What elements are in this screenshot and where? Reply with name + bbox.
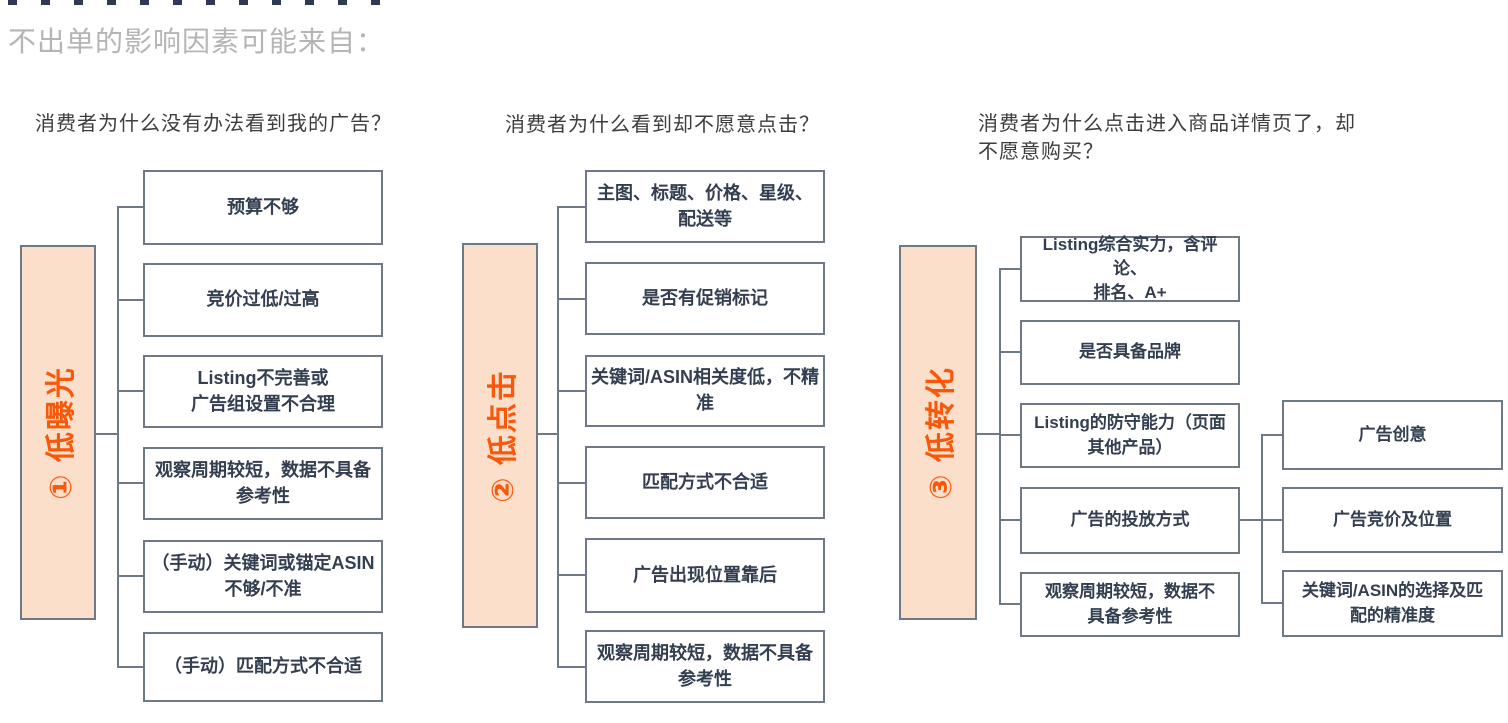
factor-box: 关键词/ASIN的选择及匹 配的精准度 (1282, 570, 1503, 637)
connector-line (557, 298, 585, 300)
factor-box: 广告竞价及位置 (1282, 487, 1503, 553)
connector-line (999, 351, 1020, 353)
connector-line (117, 390, 143, 392)
connector-line (1261, 519, 1282, 521)
factor-box: 是否具备品牌 (1020, 320, 1240, 385)
question-low-exposure: 消费者为什么没有办法看到我的广告？ (35, 113, 392, 135)
category-low-click: ② 低点击 (462, 243, 538, 628)
connector-line (557, 206, 585, 208)
slide-subtitle: 不出单的影响因素可能来自： (8, 27, 386, 58)
connector-line (557, 390, 585, 392)
category-low-conversion: ③ 低转化 (899, 245, 977, 620)
connector-line (1261, 602, 1282, 604)
factor-box: 主图、标题、价格、星级、 配送等 (585, 170, 825, 243)
factor-box: 预算不够 (143, 170, 383, 245)
factor-box: Listing的防守能力（页面 其他产品） (1020, 403, 1240, 468)
factor-box: 广告的投放方式 (1020, 487, 1240, 554)
connector-line (557, 206, 559, 668)
question-low-click: 消费者为什么看到却不愿意点击？ (505, 114, 820, 136)
factor-box: 广告创意 (1282, 400, 1503, 470)
cutoff-title-fragments (8, 0, 392, 5)
factor-box: Listing不完善或 广告组设置不合理 (143, 355, 383, 428)
connector-line (999, 519, 1020, 521)
factor-box: 匹配方式不合适 (585, 446, 825, 519)
connector-line (117, 206, 143, 208)
factor-box: 观察周期较短，数据不 具备参考性 (1020, 572, 1240, 637)
category-low-exposure: ① 低曝光 (20, 245, 96, 620)
connector-line (117, 206, 119, 668)
factor-box: 观察周期较短，数据不具备 参考性 (143, 447, 383, 520)
connector-line (117, 299, 143, 301)
connector-line (96, 433, 117, 435)
question-low-conversion: 消费者为什么点击进入商品详情页了，却 不愿意购买？ (978, 113, 1356, 163)
factor-box: 广告出现位置靠后 (585, 538, 825, 613)
connector-line (999, 268, 1020, 270)
factor-box: 关键词/ASIN相关度低，不精 准 (585, 355, 825, 427)
category-low-conversion-label: ③ 低转化 (925, 365, 958, 500)
connector-line (557, 482, 585, 484)
factor-box: 竞价过低/过高 (143, 263, 383, 337)
category-low-click-label: ② 低点击 (487, 368, 520, 503)
factor-box: 是否有促销标记 (585, 262, 825, 335)
connector-line (1240, 519, 1262, 521)
factor-box: （手动）关键词或锚定ASIN 不够/不准 (143, 540, 383, 613)
connector-line (999, 603, 1020, 605)
connector-line (977, 433, 999, 435)
connector-line (117, 575, 143, 577)
connector-line (557, 666, 585, 668)
connector-line (557, 574, 585, 576)
factor-box: Listing综合实力，含评论、 排名、A+ (1020, 235, 1240, 302)
factor-box: （手动）匹配方式不合适 (143, 632, 383, 702)
connector-line (999, 268, 1001, 605)
connector-line (999, 434, 1020, 436)
connector-line (117, 666, 143, 668)
category-low-exposure-label: ① 低曝光 (45, 365, 78, 500)
factor-box: 观察周期较短，数据不具备 参考性 (585, 630, 825, 703)
connector-line (117, 482, 143, 484)
connector-line (538, 433, 557, 435)
connector-line (1261, 434, 1282, 436)
